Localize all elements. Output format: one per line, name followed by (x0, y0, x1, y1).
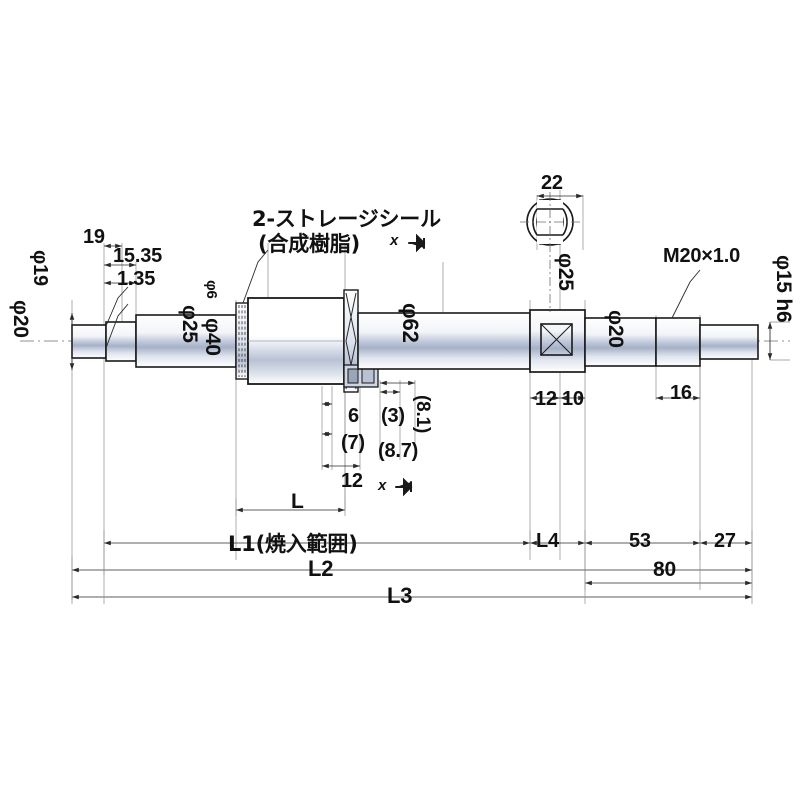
diameter-25-label: φ25 (178, 305, 201, 343)
threaded-section-m20 (655, 317, 701, 367)
seal-note-line2: (合成樹脂) (258, 232, 360, 256)
dim-L4-label: L4 (536, 530, 559, 552)
nut-return-tube (343, 364, 379, 388)
section-arrow-top (408, 233, 426, 253)
dim-L3-label: L3 (387, 583, 413, 608)
diameter-right-end-15-label: φ15 h6 (772, 255, 795, 323)
section-arrow-bottom (395, 477, 413, 497)
dim-8-1-label: (8.1) (412, 395, 433, 434)
dim-12-label: 12 (535, 388, 557, 410)
leader-lines (105, 249, 701, 349)
ball-nut-body (247, 297, 345, 385)
seal-left (235, 302, 249, 380)
shaft-end-15 (699, 324, 759, 360)
diameter-left-journal-label: φ19 (29, 250, 51, 286)
dim-6-label: 6 (348, 405, 359, 427)
diameter-40-label: φ40 (201, 318, 224, 356)
dim-L1-label: L1(焼入範囲) (228, 532, 358, 556)
dim-19-label: 19 (83, 226, 105, 248)
dim-27-label: 27 (714, 530, 736, 552)
dim-10-label: 10 (562, 388, 584, 410)
diameter-62-label: φ62 (398, 303, 423, 343)
dim-22-label: 22 (541, 172, 563, 194)
section-view-circle (520, 192, 580, 312)
dim-L-label: L (291, 490, 304, 513)
diameter-left-end-label: φ20 (9, 300, 32, 338)
shaft-segment-62 (357, 312, 531, 370)
dim-12-small-label: 12 (341, 470, 363, 492)
dimension-lines (69, 193, 773, 600)
section-marker-bottom-label: x (378, 477, 387, 494)
dim-80-label: 80 (653, 558, 676, 581)
dim-8-7-label: (8.7) (378, 440, 419, 462)
dim-L2-label: L2 (308, 556, 334, 581)
dim-53-label: 53 (629, 530, 651, 552)
diameter-6-seal-label: φ6 (203, 280, 220, 299)
diameter-collar-25-label: φ25 (554, 253, 577, 291)
seal-note-line1: 2-ストレージシール (252, 207, 441, 231)
dim-3-label: (3) (381, 405, 405, 427)
dim-1-35-label: 1.35 (117, 268, 156, 290)
shaft-segment-right-20 (584, 317, 657, 367)
thread-note: M20×1.0 (663, 245, 740, 267)
collar-25 (529, 309, 586, 373)
dim-15-35-label: 15.35 (113, 245, 163, 267)
shaft-segment-19 (105, 321, 137, 362)
section-marker-top-label: x (390, 232, 399, 249)
diameter-right-20-label: φ20 (604, 310, 627, 348)
dim-7-label: (7) (341, 432, 365, 454)
dim-16-label: 16 (670, 382, 692, 404)
dim-tick-lines (71, 498, 753, 604)
shaft-left-tip (71, 324, 107, 359)
